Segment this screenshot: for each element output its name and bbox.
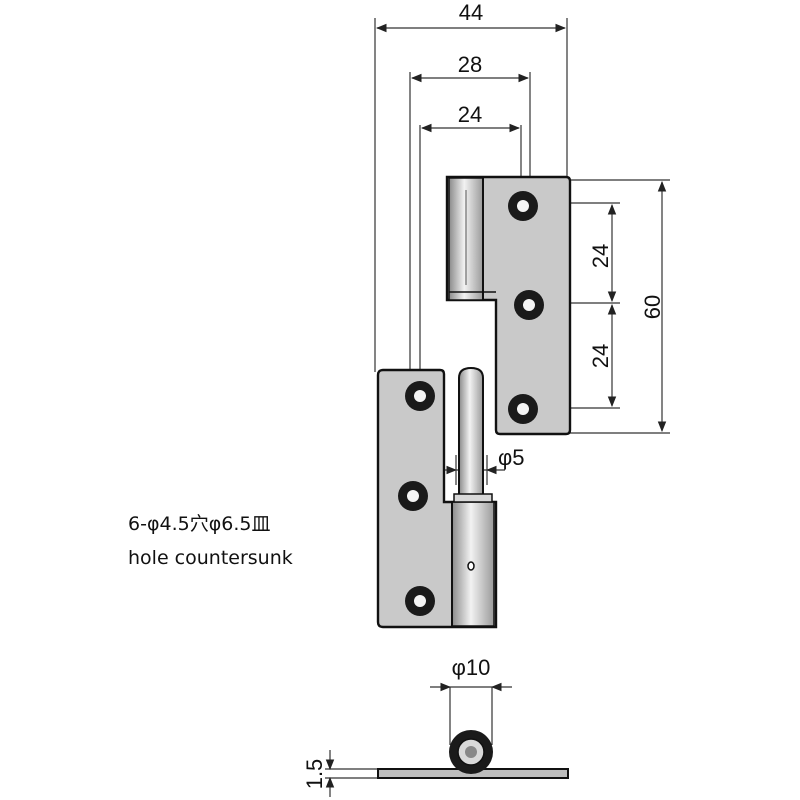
dim-hole-pitch-vertical-2: 24 [588, 344, 613, 368]
pin-end-mark [467, 561, 475, 571]
hinge-pin [453, 366, 493, 503]
holes [398, 191, 544, 616]
dim-upper-leaf-width: 28 [458, 52, 482, 77]
countersunk-hole [405, 381, 435, 411]
countersunk-hole [514, 290, 544, 320]
countersunk-hole [508, 191, 538, 221]
dim-overall-width: 44 [459, 0, 483, 25]
dim-thickness: 1.5 [302, 759, 327, 790]
countersunk-hole [508, 394, 538, 424]
extension-lines [374, 18, 670, 434]
upper-leaf [445, 175, 572, 436]
lower-leaf [376, 368, 498, 629]
dimension-lines [325, 23, 667, 797]
countersunk-hole [398, 481, 428, 511]
dim-hole-pitch-vertical-1: 24 [588, 244, 613, 268]
side-view [377, 730, 569, 779]
dim-knuckle-diameter: φ10 [452, 655, 491, 680]
hole-note-line2: hole countersunk [128, 547, 293, 569]
dim-pin-diameter: φ5 [498, 445, 525, 470]
dim-leaf-height: 60 [640, 295, 665, 319]
dim-hole-pitch-width: 24 [458, 102, 482, 127]
countersunk-hole [405, 586, 435, 616]
hole-note-line1: 6-φ4.5穴φ6.5皿 [128, 513, 270, 535]
